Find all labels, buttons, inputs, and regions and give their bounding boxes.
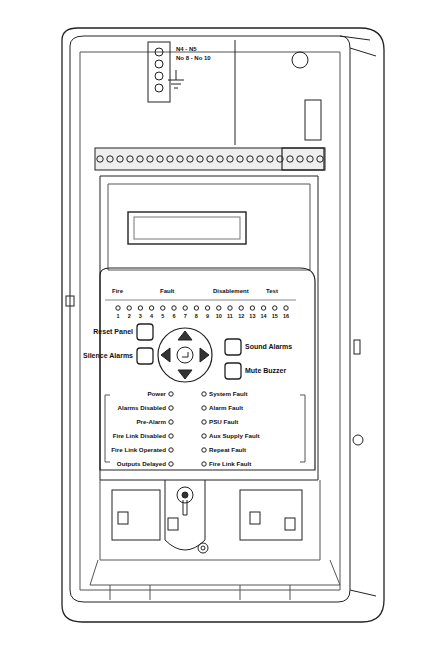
button-label: Mute Buzzer: [245, 367, 286, 374]
led-label: System Fault: [209, 391, 248, 397]
led: [261, 306, 265, 310]
zone-number: 10: [216, 314, 222, 320]
led: [202, 392, 206, 396]
led: [172, 306, 176, 310]
led-label: PSU Fault: [209, 419, 238, 425]
led: [194, 306, 198, 310]
terminal-screw: [197, 156, 203, 162]
terminal-screw: [157, 156, 163, 162]
led-label: Repeat Fault: [209, 447, 246, 453]
led: [169, 420, 173, 424]
led: [138, 306, 142, 310]
zone-number: 14: [261, 314, 267, 320]
led: [284, 306, 288, 310]
terminal-screw: [117, 156, 123, 162]
led: [202, 420, 206, 424]
terminal-screw: [167, 156, 173, 162]
led: [273, 306, 277, 310]
led: [202, 434, 206, 438]
terminal-note: N4 - N5: [176, 46, 197, 52]
led: [149, 306, 153, 310]
terminal-screw: [237, 156, 243, 162]
zone-number: 7: [184, 314, 187, 320]
led: [127, 306, 131, 310]
led-label: Pre-Alarm: [136, 419, 166, 425]
button-label: Reset Panel: [93, 328, 133, 335]
led-label: Fire Link Disabled: [113, 433, 166, 439]
terminal-screw: [227, 156, 233, 162]
led-label: Fire Link Operated: [111, 447, 166, 453]
led: [250, 306, 254, 310]
terminal-note: No 8 - No 10: [176, 55, 211, 61]
led: [202, 448, 206, 452]
terminal-screw: [247, 156, 253, 162]
terminal-screw: [207, 156, 213, 162]
terminal-screw: [257, 156, 263, 162]
zone-number: 16: [283, 314, 289, 320]
led: [217, 306, 221, 310]
button-label: Silence Alarms: [83, 352, 133, 359]
terminal-screw: [147, 156, 153, 162]
zone-number: 12: [238, 314, 244, 320]
zone-number: 15: [272, 314, 278, 320]
terminal-screw: [137, 156, 143, 162]
zone-heading: Fire: [112, 288, 123, 294]
zone-number: 11: [227, 314, 233, 320]
zone-number: 6: [172, 314, 175, 320]
zone-heading: Test: [266, 288, 278, 294]
zone-number: 9: [206, 314, 209, 320]
terminal-screw: [187, 156, 193, 162]
led: [205, 306, 209, 310]
led: [239, 306, 243, 310]
terminal-screw: [127, 156, 133, 162]
terminal-screw: [317, 156, 323, 162]
terminal-screw: [307, 156, 313, 162]
led: [183, 306, 187, 310]
button-label: Sound Alarms: [245, 343, 292, 350]
terminal-screw: [287, 156, 293, 162]
terminal-screw: [267, 156, 273, 162]
terminal-screw: [107, 156, 113, 162]
led: [116, 306, 120, 310]
zone-heading: Fault: [160, 288, 174, 294]
led: [169, 406, 173, 410]
led: [169, 434, 173, 438]
zone-number: 13: [249, 314, 255, 320]
led: [169, 462, 173, 466]
led: [169, 392, 173, 396]
zone-number: 4: [150, 314, 153, 320]
zone-number: 2: [128, 314, 131, 320]
led: [228, 306, 232, 310]
terminal-screw: [177, 156, 183, 162]
led-label: Outputs Delayed: [117, 461, 166, 467]
led-label: Aux Supply Fault: [209, 433, 260, 439]
zone-heading: Disablement: [213, 288, 249, 294]
zone-number: 3: [139, 314, 142, 320]
terminal-screw: [217, 156, 223, 162]
zone-number: 5: [161, 314, 164, 320]
zone-number: 8: [195, 314, 198, 320]
led: [169, 448, 173, 452]
led-label: Alarms Disabled: [118, 405, 167, 411]
led: [161, 306, 165, 310]
led-label: Power: [147, 391, 166, 397]
terminal-screw: [297, 156, 303, 162]
led: [202, 462, 206, 466]
terminal-screw: [97, 156, 103, 162]
led-label: Fire Link Fault: [209, 461, 251, 467]
led: [202, 406, 206, 410]
led-label: Alarm Fault: [209, 405, 243, 411]
zone-number: 1: [116, 314, 119, 320]
